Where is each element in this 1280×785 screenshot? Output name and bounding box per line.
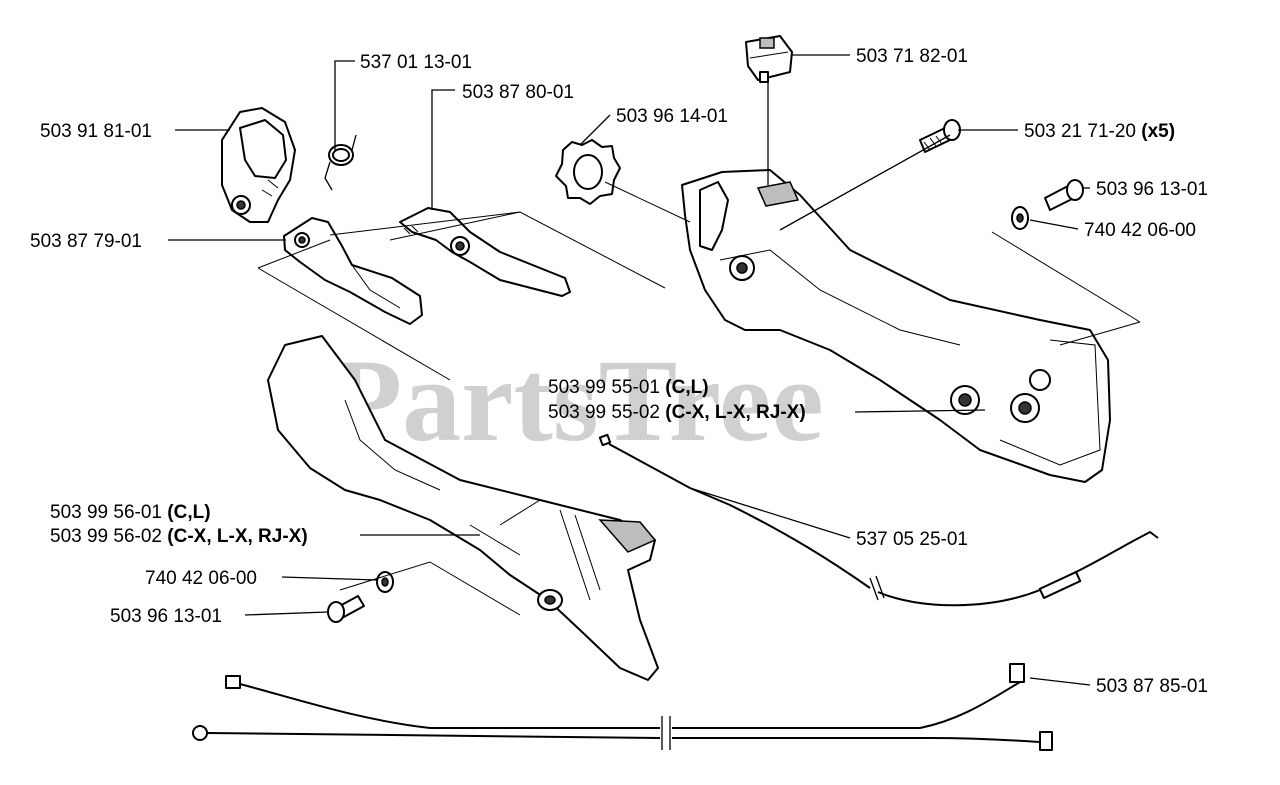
grip-part (267, 335, 659, 681)
label-503-99-55-01: 503 99 55-01 (C,L) (548, 377, 709, 398)
switch-part (745, 35, 793, 83)
label-740-42-06-00-left: 740 42 06-00 (145, 568, 257, 589)
watermark-text: PartsTree (330, 335, 824, 466)
gear-part (555, 139, 621, 205)
label-503-87-80-01: 503 87 80-01 (462, 82, 574, 103)
bracket-part (221, 107, 296, 223)
screw-left-part (327, 595, 365, 623)
washer-left-part (376, 571, 394, 593)
ignition-wire-part (192, 663, 1053, 751)
label-537-01-13-01: 537 01 13-01 (360, 52, 472, 73)
washer-right-part (1011, 206, 1029, 230)
label-503-99-55-02: 503 99 55-02 (C-X, L-X, RJ-X) (548, 402, 806, 423)
handle-housing-part (681, 169, 1111, 483)
spring-part (324, 134, 357, 191)
label-503-87-79-01: 503 87 79-01 (30, 231, 142, 252)
label-503-96-14-01: 503 96 14-01 (616, 106, 728, 127)
label-503-96-13-01-left: 503 96 13-01 (110, 606, 222, 627)
label-503-71-82-01: 503 71 82-01 (856, 46, 968, 67)
label-503-91-81-01: 503 91 81-01 (40, 121, 152, 142)
label-503-96-13-01-right: 503 96 13-01 (1096, 179, 1208, 200)
throttle-cable-part (598, 433, 1159, 607)
part-labels: 537 01 13-01 503 87 80-01 503 71 82-01 5… (30, 46, 1208, 697)
label-740-42-06-00-right: 740 42 06-00 (1084, 220, 1196, 241)
label-503-99-56-01: 503 99 56-01 (C,L) (50, 502, 211, 523)
throttle-link-part (399, 207, 571, 297)
label-503-21-71-20: 503 21 71-20 (x5) (1024, 121, 1175, 142)
trigger-part (283, 217, 423, 325)
screw-right-part (1044, 179, 1084, 211)
label-503-99-56-02: 503 99 56-02 (C-X, L-X, RJ-X) (50, 526, 308, 547)
label-537-05-25-01: 537 05 25-01 (856, 529, 968, 550)
screw-x5-part (919, 119, 961, 153)
label-503-87-85-01: 503 87 85-01 (1096, 676, 1208, 697)
assembly-outline (257, 181, 1141, 616)
leader-lines (168, 54, 1091, 686)
